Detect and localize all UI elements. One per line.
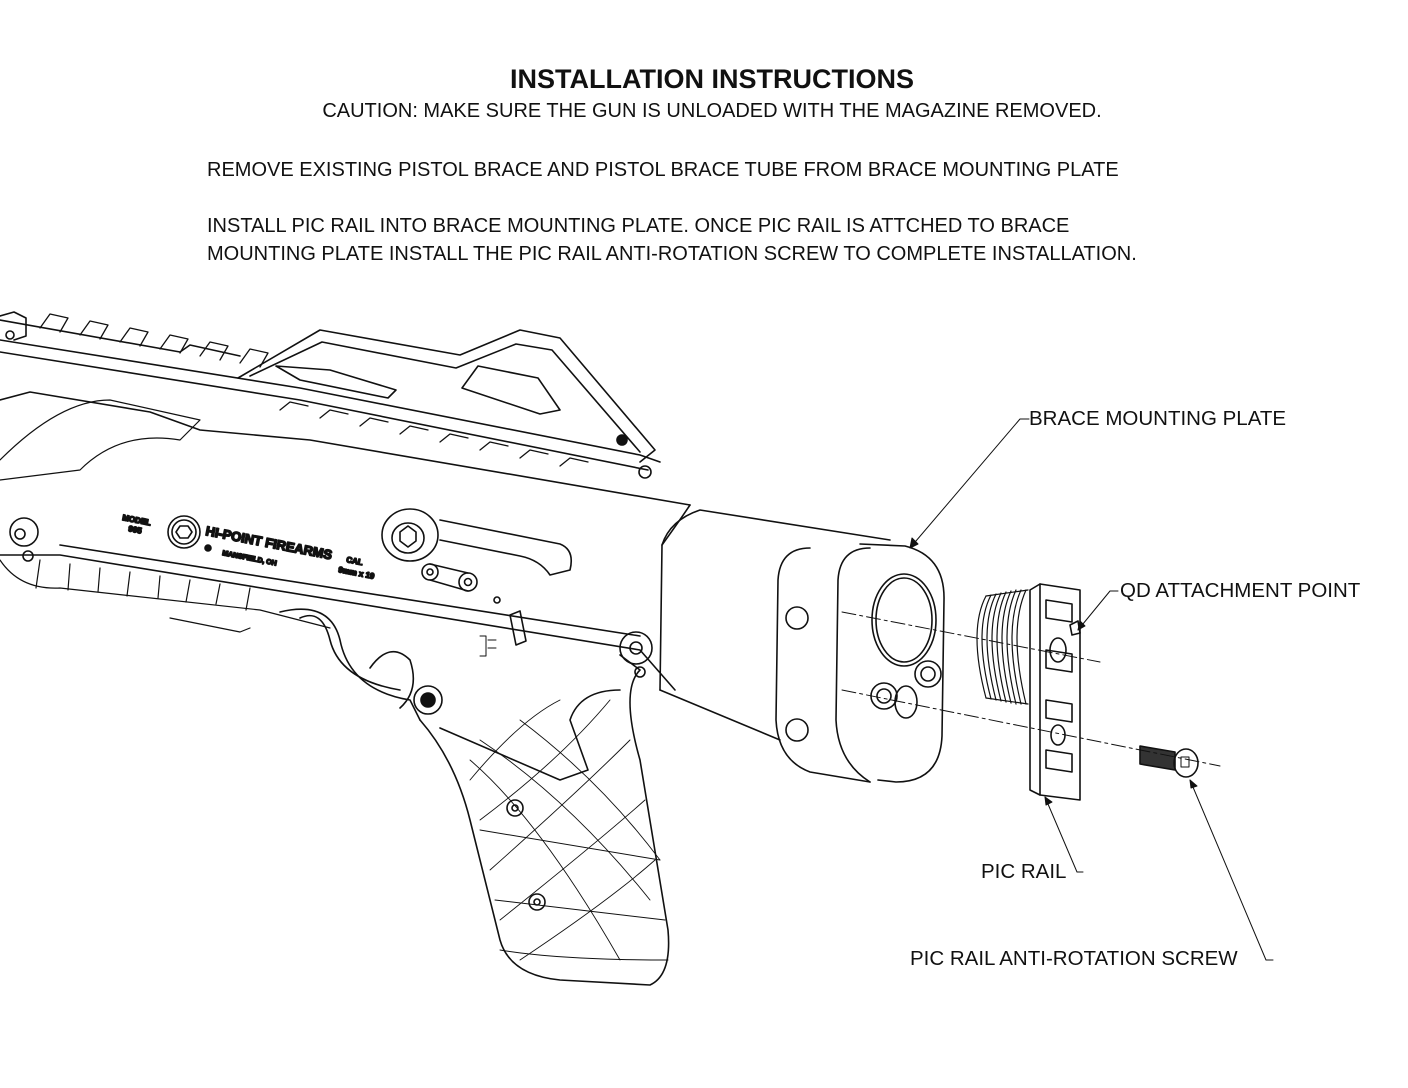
pic-rail xyxy=(1029,583,1081,801)
rifle-receiver: HI-POINT FIREARMS MANSFIELD, OH MODEL 99… xyxy=(0,311,691,691)
buffer-tube-opening xyxy=(871,573,937,667)
step-2-line-2: MOUNTING PLATE INSTALL THE PIC RAIL ANTI… xyxy=(207,243,1137,265)
carry-handle xyxy=(237,329,656,463)
page-title: INSTALLATION INSTRUCTIONS xyxy=(510,64,914,94)
caution-text: CAUTION: MAKE SURE THE GUN IS UNLOADED W… xyxy=(322,100,1102,122)
leader-pic-rail xyxy=(1044,796,1084,873)
brace-mounting-plate xyxy=(659,509,945,783)
callout-pic-rail: PIC RAIL xyxy=(981,860,1067,883)
receiver-logo xyxy=(167,515,212,552)
leader-qd-attachment-point xyxy=(1077,590,1119,631)
callout-qd-attachment-point: QD ATTACHMENT POINT xyxy=(1120,579,1361,602)
pistol-grip xyxy=(419,654,670,986)
top-rail-teeth xyxy=(39,313,589,467)
callout-brace-mounting-plate: BRACE MOUNTING PLATE xyxy=(1029,407,1287,430)
model-value: 995 xyxy=(128,524,143,535)
caliber-value: 9mm x 19 xyxy=(338,565,376,581)
anti-rotation-screw xyxy=(1139,745,1199,778)
trigger-guard xyxy=(279,608,527,721)
leader-anti-rotation-screw xyxy=(1189,779,1274,961)
leader-brace-mounting-plate xyxy=(909,418,1030,549)
callout-anti-rotation-screw: PIC RAIL ANTI-ROTATION SCREW xyxy=(910,947,1238,970)
step-2-line-1: INSTALL PIC RAIL INTO BRACE MOUNTING PLA… xyxy=(207,215,1070,237)
charging-handle-knob xyxy=(381,508,439,562)
step-1-line-1: REMOVE EXISTING PISTOL BRACE AND PISTOL … xyxy=(207,159,1119,181)
caliber-label: CAL xyxy=(346,555,364,567)
forend xyxy=(0,399,331,633)
instruction-step-1: REMOVE EXISTING PISTOL BRACE AND PISTOL … xyxy=(207,156,1119,184)
assembly-centerlines xyxy=(841,611,1221,767)
leader-lines xyxy=(909,418,1274,961)
location-marking: MANSFIELD, OH xyxy=(222,550,278,567)
instruction-step-2: INSTALL PIC RAIL INTO BRACE MOUNTING PLA… xyxy=(207,212,1137,268)
